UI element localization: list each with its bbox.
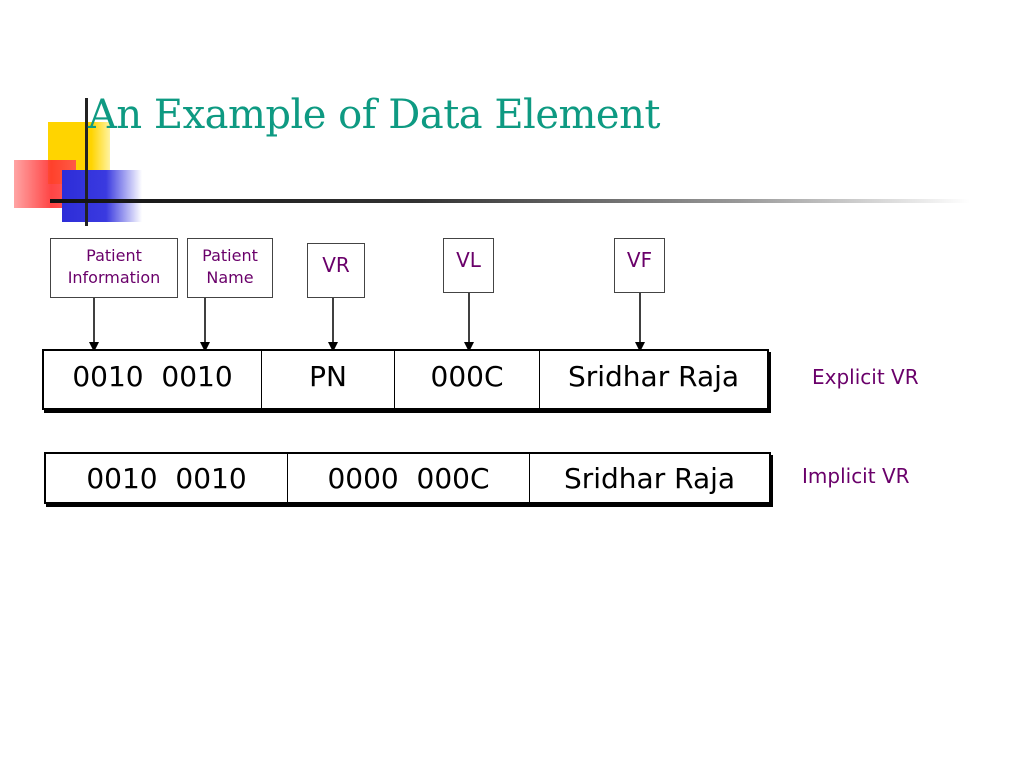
label-patient-name: Patient Name — [187, 238, 273, 298]
explicit-vf-cell: Sridhar Raja — [567, 360, 740, 393]
explicit-tag-cell: 0010 0010 — [44, 351, 262, 408]
title-underline — [50, 199, 970, 203]
label-vl: VL — [443, 238, 494, 293]
explicit-vl-cell: 000C — [395, 351, 540, 408]
explicit-vr-caption: Explicit VR — [812, 365, 919, 389]
implicit-tag-cell: 0010 0010 — [46, 454, 288, 502]
implicit-vr-caption: Implicit VR — [802, 464, 910, 488]
label-vr: VR — [307, 243, 365, 298]
label-patient-information: Patient Information — [50, 238, 178, 298]
slide-title: An Example of Data Element — [88, 92, 660, 138]
explicit-vr-row: 0010 0010 PN 000C Sridhar Raja — [42, 349, 769, 410]
implicit-vr-row: 0010 0010 0000 000C Sridhar Raja — [44, 452, 771, 504]
decor-blue-square — [62, 170, 142, 222]
decor-vertical-line — [85, 98, 88, 226]
implicit-vf-cell: Sridhar Raja — [563, 461, 736, 495]
implicit-vl-cell: 0000 000C — [288, 454, 530, 502]
explicit-vr-cell: PN — [262, 351, 395, 408]
label-vf: VF — [614, 238, 665, 293]
